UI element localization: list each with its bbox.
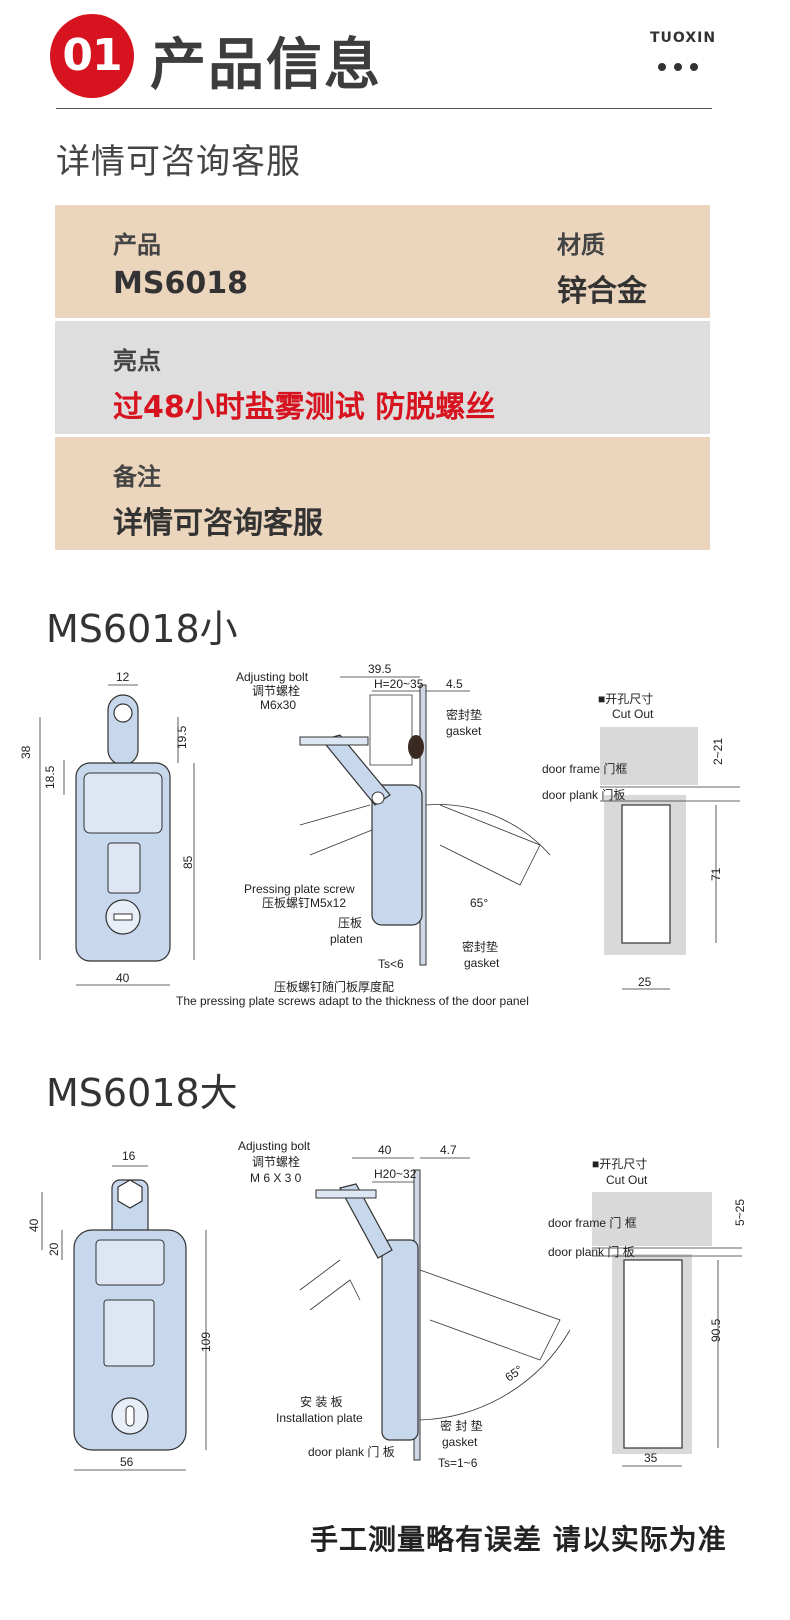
large-door-plank-side: door plank 门 板: [308, 1444, 395, 1459]
small-adjusting-cn: 调节螺栓: [252, 683, 300, 698]
note-value: 详情可咨询客服: [113, 506, 323, 541]
small-gasket-en: gasket: [446, 724, 482, 738]
info-row-note: 备注 详情可咨询客服: [55, 437, 710, 550]
large-cut-90-5: 90.5: [709, 1318, 723, 1342]
small-gasket-cn: 密封垫: [446, 707, 482, 722]
large-dim-h: H20~32: [374, 1167, 417, 1181]
small-cutout-en: Cut Out: [612, 707, 654, 721]
large-cut-35: 35: [644, 1451, 658, 1465]
large-cutout-en: Cut Out: [606, 1173, 648, 1187]
info-row-highlight: 亮点 过48小时盐雾测试 防脱螺丝: [55, 321, 710, 434]
large-gasket-cn: 密 封 垫: [440, 1418, 483, 1433]
small-platen-en: platen: [330, 932, 363, 946]
large-dim-4-7: 4.7: [440, 1143, 457, 1157]
large-dim-40-side: 40: [378, 1143, 392, 1157]
brand-name: TUOXIN: [650, 30, 717, 46]
small-dim-19-5: 19.5: [175, 725, 189, 749]
small-dim-40: 40: [116, 971, 130, 985]
small-side-view: 39.5 H=20~35 4.5 65° Ts<6 Adjusting bolt…: [176, 662, 551, 1008]
large-adjusting-en: Adjusting bolt: [238, 1139, 311, 1153]
highlight-value: 过48小时盐雾测试 防脱螺丝: [113, 390, 496, 425]
small-adjusting-en: Adjusting bolt: [236, 670, 309, 684]
small-dim-top-width: 12: [116, 670, 130, 684]
small-pressing-en: Pressing plate screw: [244, 882, 355, 896]
product-label: 产品: [113, 231, 161, 259]
small-ts: Ts<6: [378, 957, 404, 971]
highlight-label: 亮点: [113, 347, 161, 375]
large-door-plank: door plank 门 板: [548, 1244, 635, 1259]
large-install-cn: 安 装 板: [300, 1394, 343, 1409]
large-adjusting-spec: M 6 X 3 0: [250, 1171, 302, 1185]
large-model-drawing: 16 40 20 109 56 40 4.7 H20~32 65° Ts=1~6…: [27, 1139, 747, 1471]
measurement-disclaimer: 手工测量略有误差 请以实际为准: [310, 1523, 727, 1556]
large-dim-40: 40: [27, 1218, 41, 1232]
large-dim-56: 56: [120, 1455, 134, 1469]
small-model-title: MS6018小: [46, 607, 238, 651]
small-gasket2-en: gasket: [464, 956, 500, 970]
large-side-view: 40 4.7 H20~32 65° Ts=1~6 Adjusting bolt …: [238, 1139, 571, 1470]
large-dim-top-width: 16: [122, 1149, 136, 1163]
material-cell: 材质 锌合金: [557, 225, 647, 310]
small-angle: 65°: [470, 896, 488, 910]
product-value: MS6018: [113, 266, 248, 301]
small-cut-71: 71: [709, 867, 723, 881]
large-cut-5-25: 5~25: [733, 1199, 747, 1226]
small-dim-38: 38: [19, 745, 33, 759]
small-dim-18-5: 18.5: [43, 765, 57, 789]
large-cutout-cn: ■开孔尺寸: [592, 1157, 647, 1171]
note-cell: 备注 详情可咨询客服: [113, 457, 323, 542]
material-label: 材质: [557, 231, 605, 259]
large-install-en: Installation plate: [276, 1411, 363, 1425]
small-dim-85: 85: [181, 855, 195, 869]
note-label: 备注: [113, 463, 161, 491]
large-model-title: MS6018大: [46, 1071, 238, 1115]
small-cut-25: 25: [638, 975, 652, 989]
info-row-product: 产品 MS6018 材质 锌合金: [55, 205, 710, 318]
small-cutout-view: ■开孔尺寸 Cut Out door frame 门框 door plank 门…: [542, 692, 740, 990]
large-dim-109: 109: [199, 1332, 213, 1352]
small-dim-39-5: 39.5: [368, 662, 392, 676]
small-adjusting-spec: M6x30: [260, 698, 296, 712]
dots-icon: [658, 56, 708, 71]
header-divider: [56, 108, 712, 109]
small-model-drawing: 12 38 18.5 19.5 85 40 39.5 H=20~35 4.5 6…: [19, 662, 740, 1008]
large-ts: Ts=1~6: [438, 1456, 478, 1470]
large-angle: 65°: [502, 1362, 525, 1384]
subtitle: 详情可咨询客服: [56, 142, 301, 182]
small-door-frame: door frame 门框: [542, 761, 627, 776]
small-platen-cn: 压板: [338, 916, 362, 930]
small-cutout-cn: ■开孔尺寸: [598, 692, 653, 706]
large-dim-20: 20: [47, 1242, 61, 1256]
product-cell: 产品 MS6018: [113, 225, 248, 301]
large-gasket-en: gasket: [442, 1435, 478, 1449]
section-title: 产品信息: [150, 33, 382, 98]
small-pressing-cn: 压板螺钉M5x12: [262, 896, 346, 910]
small-gasket2-cn: 密封垫: [462, 939, 498, 954]
small-caption-cn: 压板螺钉随门板厚度配: [274, 979, 394, 994]
section-header: 01 产品信息 TUOXIN: [0, 0, 790, 115]
small-caption-en: The pressing plate screws adapt to the t…: [176, 994, 529, 1008]
highlight-cell: 亮点 过48小时盐雾测试 防脱螺丝: [113, 341, 495, 426]
small-front-view: 12 38 18.5 19.5 85 40: [19, 670, 195, 986]
small-door-plank: door plank 门板: [542, 787, 625, 802]
material-value: 锌合金: [557, 274, 647, 309]
product-info-table: 产品 MS6018 材质 锌合金 亮点 过48小时盐雾测试 防脱螺丝 备注 详情…: [55, 205, 710, 553]
large-door-frame: door frame 门 框: [548, 1215, 637, 1230]
section-number-badge: 01: [50, 14, 134, 98]
small-dim-4-5: 4.5: [446, 677, 463, 691]
large-cutout-view: ■开孔尺寸 Cut Out door frame 门 框 door plank …: [548, 1157, 747, 1467]
small-cut-2-21: 2~21: [711, 738, 725, 765]
large-front-view: 16 40 20 109 56: [27, 1149, 213, 1471]
large-adjusting-cn: 调节螺栓: [252, 1154, 300, 1169]
small-dim-h: H=20~35: [374, 677, 424, 691]
